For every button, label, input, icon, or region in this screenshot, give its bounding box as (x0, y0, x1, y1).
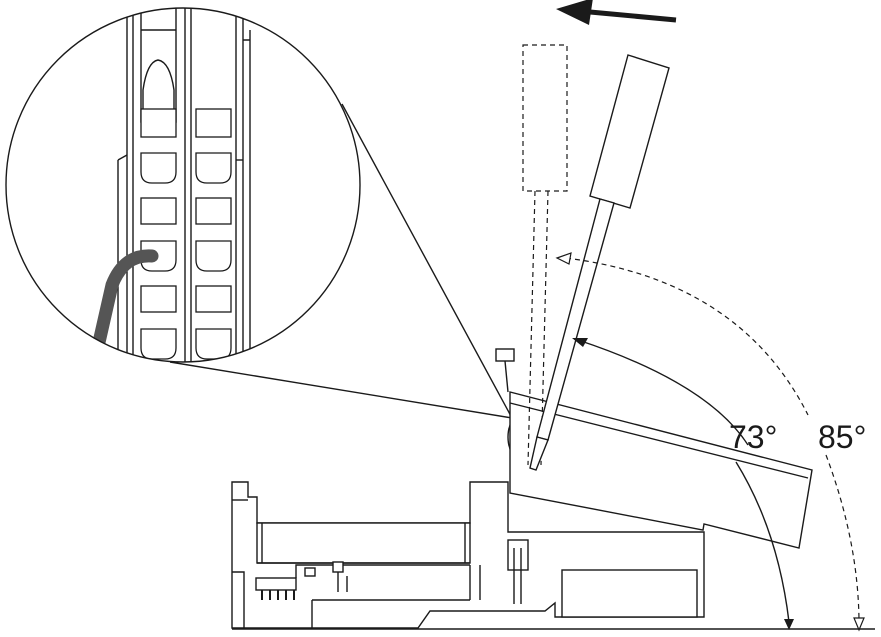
angle-label-73: 73° (729, 419, 777, 455)
direction-arrow (556, 0, 677, 25)
detail-circle-outline (5, 7, 361, 363)
angle-arc-85 (555, 252, 865, 632)
magnified-detail-view (5, 7, 361, 363)
angle-label-85: 85° (818, 419, 866, 455)
screwdriver-tip-detail (140, 8, 177, 123)
tilted-cover (495, 348, 813, 549)
connector-pins (255, 577, 297, 600)
wire-cable (88, 249, 159, 362)
housing-walls (117, 8, 251, 362)
screwdriver-73-position (529, 54, 670, 471)
base-housing (231, 481, 705, 629)
terminal-cells-right (195, 108, 232, 360)
angle-arc-73 (572, 338, 794, 630)
zoom-guide-lines (169, 103, 513, 419)
